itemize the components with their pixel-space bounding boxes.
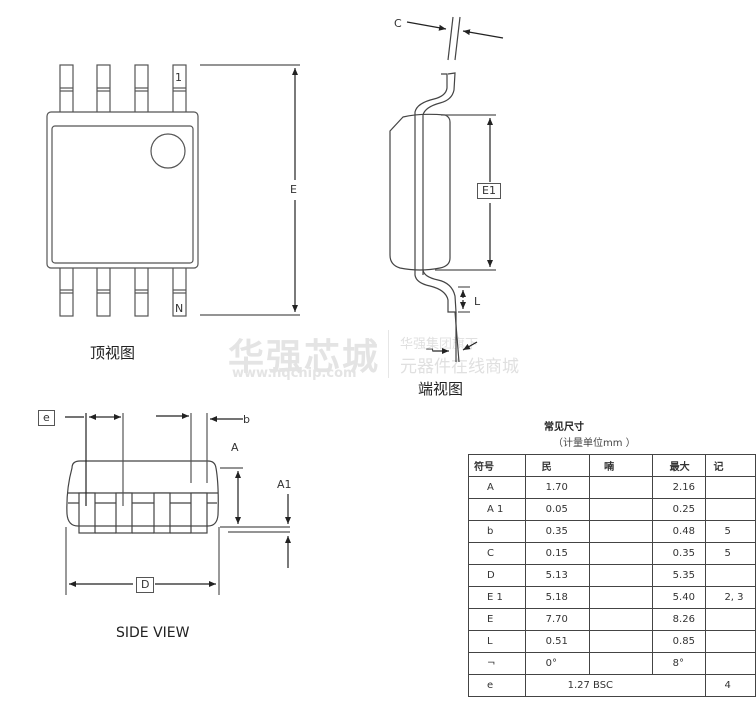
cell-nom <box>589 520 653 543</box>
cell-max: 0.35 <box>651 542 707 565</box>
header-symbol: 符号 <box>468 454 526 477</box>
dim-e-pitch-label: e <box>38 410 55 426</box>
cell-note: 5 <box>705 542 756 565</box>
package-body-inner <box>51 125 194 264</box>
cell-min: 7.70 <box>524 608 591 631</box>
header-nom: 喃 <box>589 454 653 477</box>
cell-min: 0° <box>524 652 591 675</box>
table-header-row: 符号 民 喃 最大 记 <box>468 454 756 477</box>
dim-a1-label: A1 <box>277 478 292 491</box>
table-title: 常见尺寸 <box>544 422 584 433</box>
pin-n-label: N <box>175 302 184 315</box>
package-body-outer <box>46 111 199 269</box>
cell-max: 8° <box>651 652 707 675</box>
cell-max: 2.16 <box>651 476 707 499</box>
cell-symbol: A <box>468 476 526 499</box>
cell-symbol: b <box>468 520 526 543</box>
cell-symbol: E <box>468 608 526 631</box>
cell-symbol: C <box>468 542 526 565</box>
cell-nom <box>589 498 653 521</box>
cell-nom <box>589 564 653 587</box>
pin-1-label: 1 <box>175 71 182 84</box>
cell-symbol: D <box>468 564 526 587</box>
cell-note: 5 <box>705 520 756 543</box>
watermark-slogan-1: 华强集团旗下 <box>400 337 479 352</box>
dim-d-label: D <box>136 577 155 593</box>
cell-nom <box>589 542 653 565</box>
cell-bsc-value: 1.27 BSC <box>524 674 707 697</box>
cell-nom <box>589 586 653 609</box>
cell-note: 2, 3 <box>705 586 756 609</box>
cell-nom <box>589 630 653 653</box>
cell-max: 0.85 <box>651 630 707 653</box>
cell-min: 5.18 <box>524 586 591 609</box>
cell-nom <box>589 476 653 499</box>
cell-nom <box>589 652 653 675</box>
cell-note <box>705 498 756 521</box>
top-view-caption: 顶视图 <box>90 344 136 362</box>
cell-symbol: A 1 <box>468 498 526 521</box>
side-view-caption: SIDE VIEW <box>116 625 190 641</box>
cell-min: 0.35 <box>524 520 591 543</box>
dim-b-label: b <box>243 413 250 426</box>
bottom-pins <box>59 266 187 317</box>
cell-symbol: L <box>468 630 526 653</box>
header-min: 民 <box>524 454 591 477</box>
dim-e1-label: E1 <box>477 183 501 199</box>
header-max: 最大 <box>651 454 707 477</box>
cell-note <box>705 652 756 675</box>
cell-max: 0.48 <box>651 520 707 543</box>
watermark-brand: 华强芯城 <box>228 337 381 378</box>
header-note: 记 <box>705 454 756 477</box>
cell-symbol: E 1 <box>468 586 526 609</box>
side-view <box>65 413 291 595</box>
cell-note <box>705 630 756 653</box>
cell-note <box>705 564 756 587</box>
cell-symbol: e <box>468 674 526 697</box>
cell-max: 5.40 <box>651 586 707 609</box>
watermark-url: www.hqchip.com <box>232 366 357 381</box>
cell-max: 0.25 <box>651 498 707 521</box>
cell-min: 0.15 <box>524 542 591 565</box>
table-row: ¬0° 8° <box>468 652 756 675</box>
cell-max: 8.26 <box>651 608 707 631</box>
end-view-caption: 端视图 <box>418 380 464 398</box>
top-view <box>46 64 300 317</box>
cell-note: 4 <box>705 674 756 697</box>
end-view <box>389 16 504 363</box>
dim-c-label: C <box>394 17 402 30</box>
cell-min: 5.13 <box>524 564 591 587</box>
watermark-divider <box>388 330 389 378</box>
cell-min: 1.70 <box>524 476 591 499</box>
table-subtitle: （计量单位mm ） <box>553 438 636 449</box>
cell-nom <box>589 608 653 631</box>
dim-l-label: L <box>474 295 481 308</box>
cell-symbol: ¬ <box>468 652 526 675</box>
pin1-marker <box>150 133 186 169</box>
cell-min: 0.05 <box>524 498 591 521</box>
watermark-slogan-2: 元器件在线商城 <box>400 357 519 377</box>
cell-note <box>705 608 756 631</box>
cell-max: 5.35 <box>651 564 707 587</box>
dim-angle-label: ¬ <box>425 343 435 356</box>
cell-min: 0.51 <box>524 630 591 653</box>
cell-note <box>705 476 756 499</box>
dim-a-label: A <box>231 441 239 454</box>
top-pins <box>59 64 187 114</box>
dim-e-label: E <box>290 183 297 196</box>
